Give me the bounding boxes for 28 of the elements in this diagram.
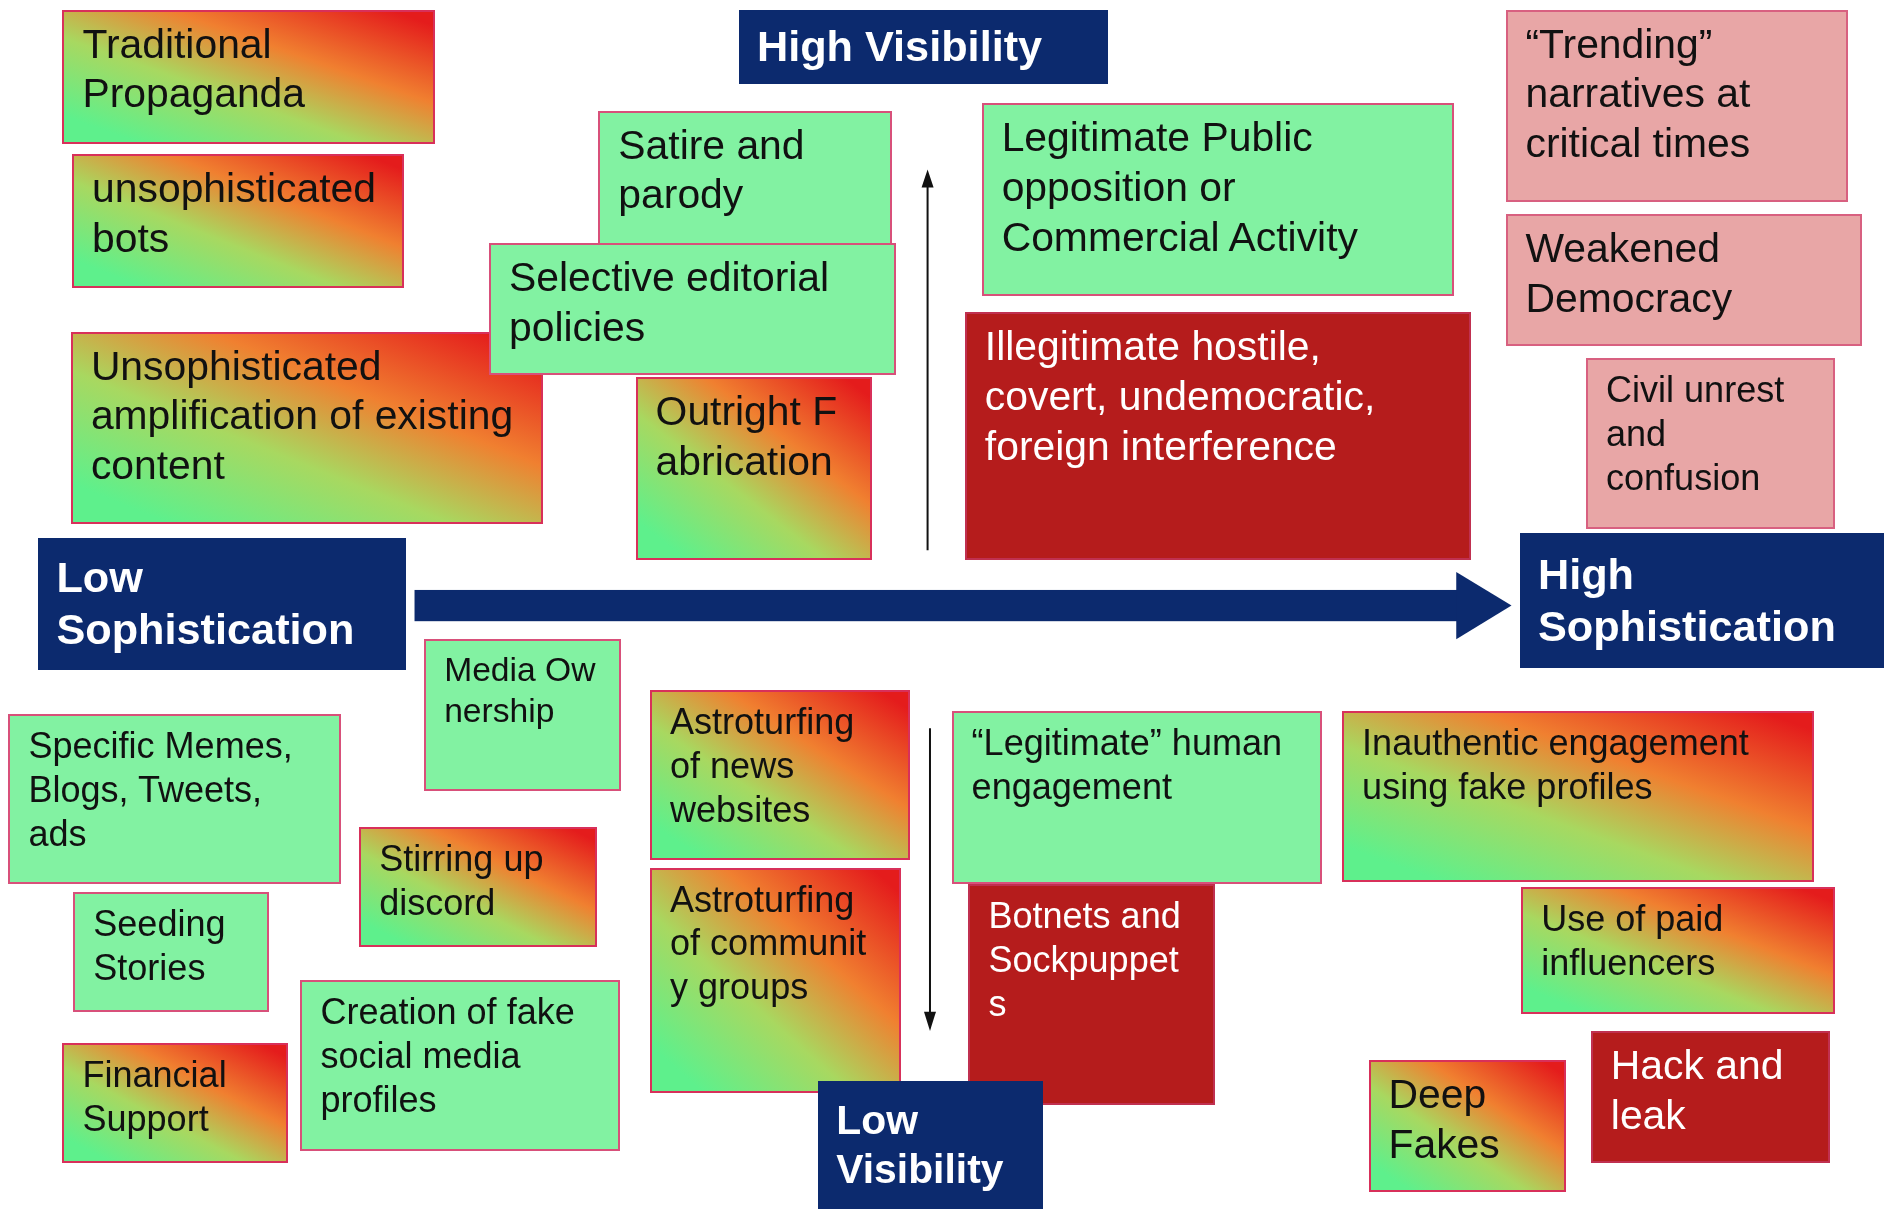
outcome-box: “Trending” narratives at critical times bbox=[1505, 9, 1848, 202]
topic-box: Illegitimate hostile, covert, undemocratic, foreign interference bbox=[964, 312, 1471, 560]
topic-box: Specific Memes, Blogs, Tweets, ads bbox=[8, 713, 342, 885]
topic-box: Outright Fabrication bbox=[635, 377, 873, 560]
topic-box: Deep Fakes bbox=[1368, 1059, 1566, 1192]
axis-label-box: Low Sophistication bbox=[38, 538, 407, 671]
axis-label-box: High Sophistication bbox=[1519, 533, 1884, 669]
topic-box: Astroturfing of community groups bbox=[650, 867, 902, 1094]
outcome-box: Weakened Democracy bbox=[1505, 213, 1863, 346]
topic-box: Satire and parody bbox=[598, 110, 892, 246]
topic-box: unsophisticated bots bbox=[72, 153, 404, 289]
topic-box: Inauthentic engagement using fake profiles bbox=[1342, 711, 1815, 882]
topic-box: Astroturfing of news websites bbox=[650, 689, 910, 861]
topic-box: Legitimate Public opposition or Commercial Activity bbox=[981, 103, 1454, 296]
topic-box: Financial Support bbox=[62, 1042, 289, 1164]
axis-label-box: Low Visibility bbox=[818, 1081, 1043, 1209]
topic-box: Seeding Stories bbox=[73, 891, 270, 1012]
topic-box: Botnets and Sockpuppets bbox=[968, 884, 1215, 1106]
outcome-box: Civil unrest and confusion bbox=[1586, 358, 1835, 529]
topic-box: Selective editorial policies bbox=[489, 242, 897, 375]
topic-box: “Legitimate” human engagement bbox=[951, 711, 1322, 885]
axis-label-box: High Visibility bbox=[738, 9, 1108, 85]
topic-box: Stirring up discord bbox=[359, 826, 598, 947]
topic-box: Creation of fake social media profiles bbox=[300, 980, 620, 1152]
topic-box: Hack and leak bbox=[1590, 1030, 1830, 1164]
topic-box: Traditional Propaganda bbox=[62, 9, 435, 145]
topic-box: Use of paid influencers bbox=[1521, 886, 1835, 1015]
topic-box: Media Ownership bbox=[424, 639, 622, 791]
